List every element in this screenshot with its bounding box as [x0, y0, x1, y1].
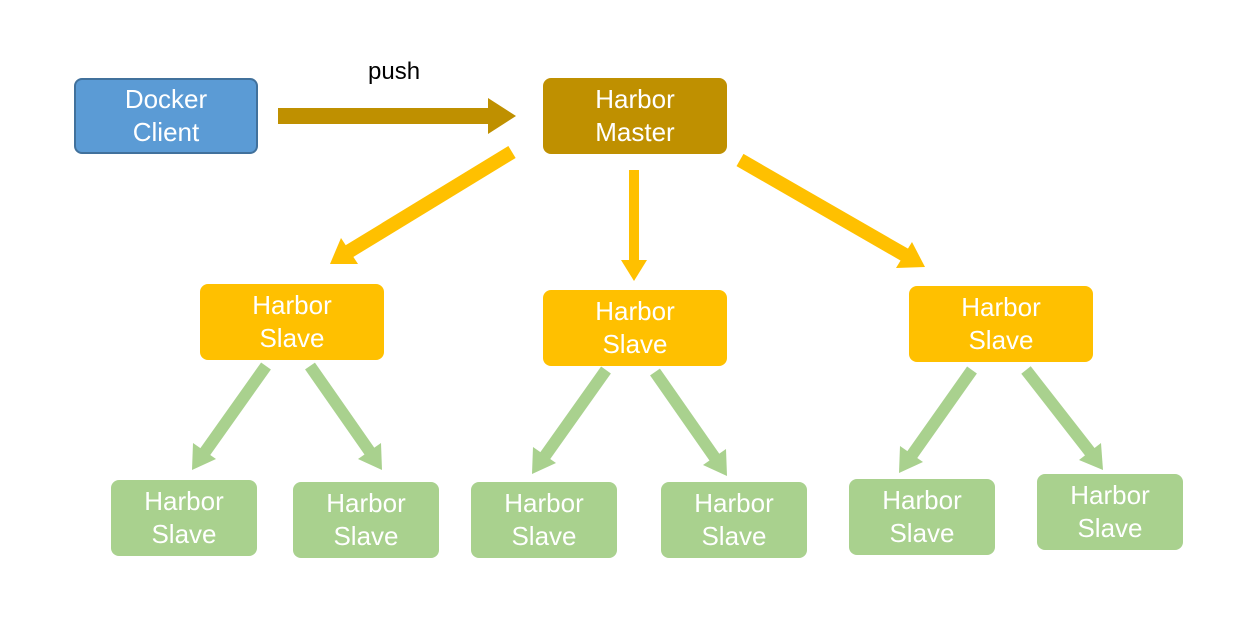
harbor-slave-a2-line1: Harbor [326, 488, 406, 518]
harbor-slave-a2-line2: Slave [333, 521, 399, 551]
slave-c-to-slave-c2-arrow [1021, 366, 1103, 470]
slave-c-to-slave-c1-arrow [899, 366, 977, 473]
harbor-master-line1: Harbor [595, 84, 675, 114]
harbor-master-line2: Master [595, 117, 675, 147]
harbor-slave-b2-line1: Harbor [694, 488, 774, 518]
slave-a-to-slave-a1-arrow [192, 362, 271, 470]
harbor-slave-a1-line2: Slave [151, 519, 217, 549]
harbor-slave-b2-line2: Slave [701, 521, 767, 551]
docker-client-line2: Client [132, 117, 200, 147]
harbor-slave-c-line2: Slave [968, 325, 1034, 355]
master-to-slave-b-arrow [621, 170, 647, 281]
harbor-slave-b1-line1: Harbor [504, 488, 584, 518]
harbor-slave-a-line1: Harbor [252, 290, 332, 320]
slave-a-to-slave-a2-arrow [305, 362, 382, 470]
harbor-slave-b1-line2: Slave [511, 521, 577, 551]
docker-client-line1: Docker [124, 84, 208, 114]
push-label: push [368, 58, 421, 85]
harbor-slave-a-line2: Slave [259, 323, 325, 353]
harbor-slave-c1-line2: Slave [889, 518, 955, 548]
harbor-slave-c2-line1: Harbor [1070, 480, 1150, 510]
harbor-slave-b-line2: Slave [602, 329, 668, 359]
slave-b-to-slave-b2-arrow [650, 368, 727, 476]
slave-b-to-slave-b1-arrow [532, 366, 611, 474]
harbor-slave-a1-line1: Harbor [144, 486, 224, 516]
harbor-slave-c2-line2: Slave [1077, 513, 1143, 543]
master-to-slave-a-arrow [330, 146, 516, 264]
harbor-slave-b-line1: Harbor [595, 296, 675, 326]
master-to-slave-c-arrow [736, 153, 925, 268]
harbor-slave-c-line1: Harbor [961, 292, 1041, 322]
push-arrow [278, 98, 516, 134]
harbor-slave-c1-line1: Harbor [882, 485, 962, 515]
